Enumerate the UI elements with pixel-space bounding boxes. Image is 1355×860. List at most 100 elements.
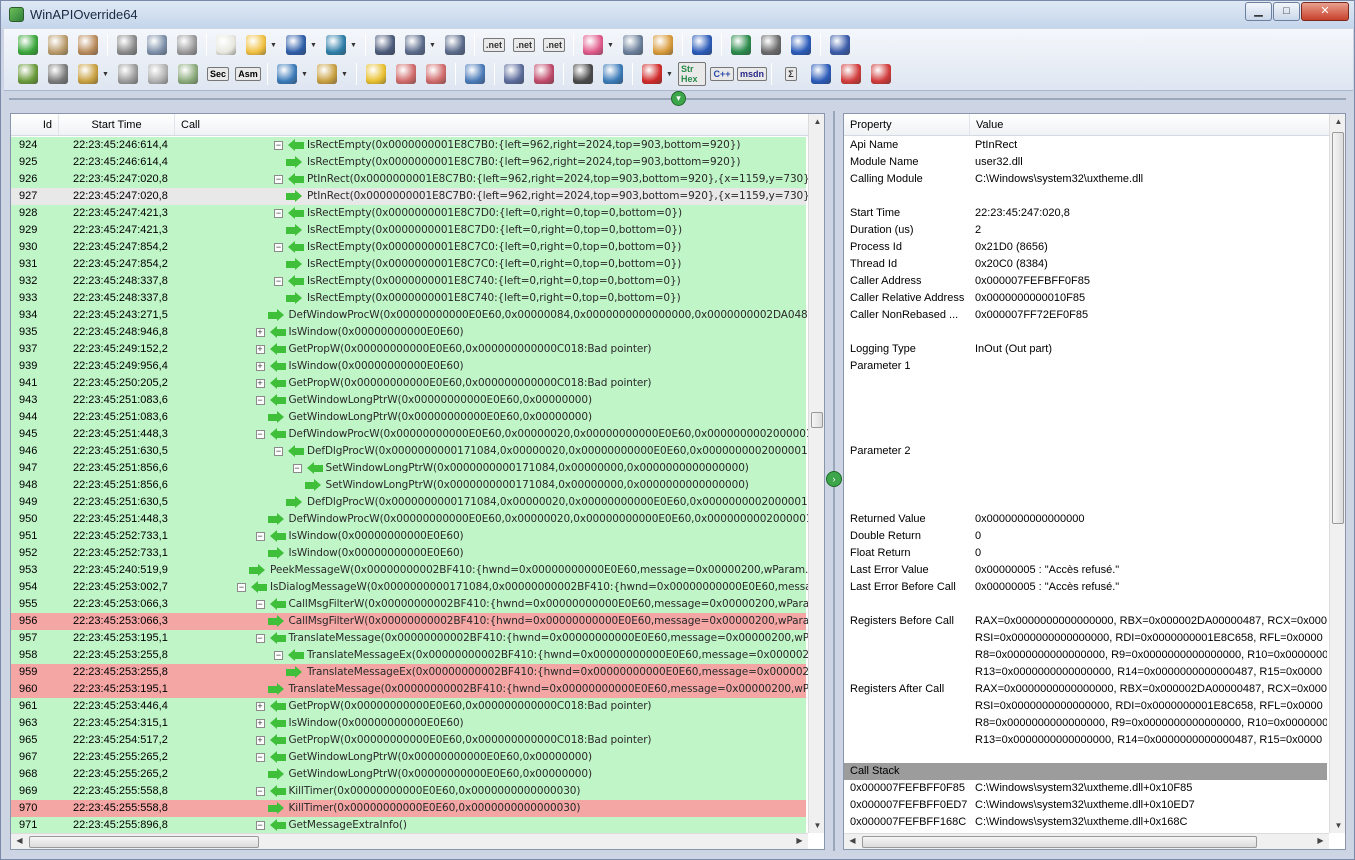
window-button[interactable] <box>74 61 102 87</box>
collapse-icon[interactable]: − <box>274 208 283 218</box>
dropdown-arrow-icon[interactable]: ▼ <box>310 41 317 49</box>
property-row[interactable]: R8=0x0000000000000000, R9=0x000000000000… <box>844 647 1327 664</box>
dotnet-config-button[interactable]: .net <box>540 32 568 58</box>
dropdown-arrow-icon[interactable]: ▼ <box>350 41 357 49</box>
collapse-icon[interactable]: − <box>255 786 265 796</box>
dropdown-arrow-icon[interactable]: ▼ <box>270 41 277 49</box>
info-button[interactable] <box>787 32 815 58</box>
scroll-left-icon[interactable]: ◀ <box>849 836 856 845</box>
property-row[interactable]: Parameter 1−lprc=0x0000000001E8C7B0:{lef… <box>844 358 1327 375</box>
stop-button[interactable] <box>114 61 142 87</box>
email-button[interactable] <box>757 32 785 58</box>
module-button[interactable] <box>44 61 72 87</box>
export-button[interactable] <box>322 32 350 58</box>
property-row[interactable] <box>844 324 1327 341</box>
dropdown-arrow-icon[interactable]: ▼ <box>301 70 308 78</box>
sum-button[interactable]: Σ <box>777 61 805 87</box>
scroll-up-icon[interactable]: ▲ <box>1334 117 1343 126</box>
collapse-icon[interactable]: − <box>274 650 283 660</box>
binoculars-button[interactable] <box>569 61 597 87</box>
maximize-button[interactable]: □ <box>1273 2 1300 21</box>
monitor-unload-button[interactable] <box>173 32 201 58</box>
expand-icon[interactable]: + <box>255 344 265 354</box>
notes-button[interactable] <box>649 32 677 58</box>
property-row[interactable]: left=962 <box>844 375 1327 392</box>
collapse-icon[interactable]: − <box>255 820 265 830</box>
sec-button[interactable]: Sec <box>204 61 232 87</box>
col-start-time-header[interactable]: Start Time <box>59 114 175 135</box>
properties-vscroll-thumb[interactable] <box>1332 132 1344 524</box>
minimize-button[interactable]: ▁ <box>1245 2 1272 21</box>
close-button[interactable]: ✕ <box>1301 2 1349 21</box>
dropdown-arrow-icon[interactable]: ▼ <box>102 70 109 78</box>
col-property-header[interactable]: Property <box>844 114 970 135</box>
start-button[interactable] <box>14 32 42 58</box>
collapse-icon[interactable]: − <box>237 582 246 592</box>
property-row[interactable]: y=730 <box>844 477 1327 494</box>
network-button[interactable] <box>273 61 301 87</box>
dropdown-arrow-icon[interactable]: ▼ <box>429 41 436 49</box>
collapse-icon[interactable]: − <box>255 752 265 762</box>
calls-vscroll-thumb[interactable] <box>811 412 823 429</box>
hourglass-red-button[interactable] <box>530 61 558 87</box>
filter-button[interactable] <box>313 61 341 87</box>
collapse-right-icon[interactable]: › <box>826 471 842 487</box>
collapse-icon[interactable]: − <box>292 463 302 473</box>
property-row[interactable]: R13=0x0000000000000000, R14=0x0000000000… <box>844 732 1327 749</box>
scroll-right-icon[interactable]: ▶ <box>1317 836 1324 845</box>
property-row[interactable]: right=2024 <box>844 392 1327 409</box>
collapse-icon[interactable]: − <box>255 531 265 541</box>
col-id-header[interactable]: Id <box>11 114 59 135</box>
property-row[interactable]: RSI=0x0000000000000000, RDI=0x0000000001… <box>844 698 1327 715</box>
collapse-icon[interactable]: − <box>274 140 283 150</box>
pane-splitter[interactable]: › <box>825 111 843 851</box>
calls-hscroll-thumb[interactable] <box>29 836 259 848</box>
user-settings-button[interactable] <box>401 32 429 58</box>
properties-hscroll-thumb[interactable] <box>862 836 1257 848</box>
hourglass-button[interactable] <box>500 61 528 87</box>
scroll-left-icon[interactable]: ◀ <box>16 836 23 845</box>
dotnet-options-button[interactable]: .net <box>510 32 538 58</box>
expand-icon[interactable]: + <box>255 718 265 728</box>
user-button[interactable] <box>371 32 399 58</box>
attach-button[interactable] <box>44 32 72 58</box>
globe-button[interactable] <box>727 32 755 58</box>
